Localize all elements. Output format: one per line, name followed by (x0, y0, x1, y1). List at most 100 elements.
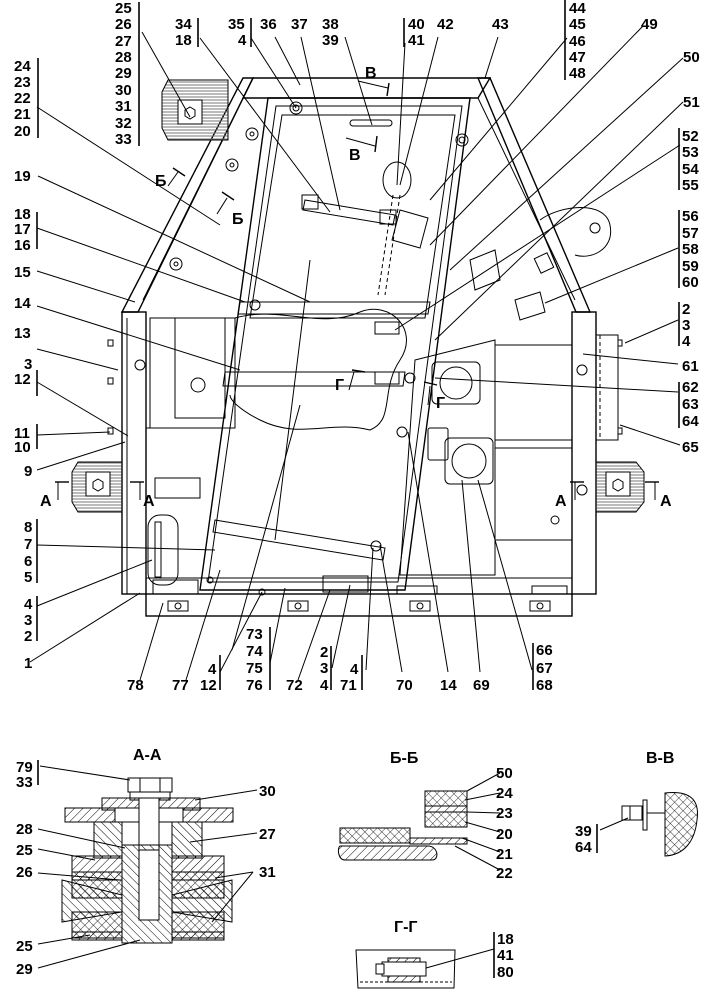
callout: 4 (350, 661, 359, 678)
callout: 12 (14, 371, 31, 388)
callout: 66 (536, 642, 553, 659)
callout: 20 (14, 123, 31, 140)
section-title: А-А (133, 747, 162, 764)
callout: 33 (115, 131, 132, 148)
callout: 71 (340, 677, 357, 694)
section-vv: В-В 39 64 (575, 750, 699, 857)
callout: 27 (115, 33, 132, 50)
callout: 78 (127, 677, 144, 694)
callout: 75 (246, 660, 263, 677)
callout: 67 (536, 660, 553, 677)
mount-left (71, 461, 123, 513)
section-title: В-В (646, 750, 674, 767)
callout: 60 (682, 274, 699, 291)
callout: 48 (569, 65, 586, 82)
callout: 15 (14, 264, 31, 281)
callout: 47 (569, 49, 586, 66)
cab-frame (71, 77, 645, 617)
break-line (229, 308, 407, 431)
callout: 25 (16, 938, 33, 955)
callout: 10 (14, 439, 31, 456)
callout: 19 (14, 168, 31, 185)
callout: 12 (200, 677, 217, 694)
callout: 38 (322, 16, 339, 33)
callout: 4 (238, 32, 247, 49)
callout: 9 (24, 463, 32, 480)
callout: 17 (14, 221, 31, 238)
callout: 77 (172, 677, 189, 694)
callout: 54 (682, 161, 699, 178)
flange-lower (444, 437, 494, 485)
callout: 80 (497, 964, 514, 981)
door-handle (302, 199, 396, 226)
callout: 4 (682, 333, 691, 350)
section-title: Г-Г (394, 919, 417, 936)
callout: 16 (14, 237, 31, 254)
callout: 29 (115, 65, 132, 82)
door-frame (199, 97, 471, 591)
callout: 37 (291, 16, 308, 33)
callout: 24 (496, 785, 513, 802)
section-mark-v: В (365, 65, 377, 82)
bottom-sill (145, 593, 573, 617)
callout: 41 (408, 32, 425, 49)
mount-top-left (161, 79, 229, 141)
callout: 4 (320, 677, 329, 694)
callout: 18 (175, 32, 192, 49)
callout: 7 (24, 536, 32, 553)
callout: 45 (569, 16, 586, 33)
callout: 41 (497, 947, 514, 964)
callout: 73 (246, 626, 263, 643)
right-post (571, 311, 597, 595)
section-mark-v: В (349, 147, 361, 164)
callout: 79 (16, 759, 33, 776)
callout: 22 (496, 865, 513, 882)
callout: 27 (259, 826, 276, 843)
callout: 31 (259, 864, 276, 881)
callout: 74 (246, 643, 263, 660)
callout: 40 (408, 16, 425, 33)
callout: 24 (14, 58, 31, 75)
callout: 32 (115, 115, 132, 132)
callout: 26 (16, 864, 33, 881)
callout: 63 (682, 396, 699, 413)
callout-bars (36, 0, 680, 690)
callout: 11 (14, 425, 30, 442)
callout: 64 (682, 413, 699, 430)
callout: 29 (16, 961, 33, 978)
callout: 23 (496, 805, 513, 822)
section-mark-a: А (555, 493, 567, 510)
callout: 3 (320, 660, 328, 677)
callout: 22 (14, 90, 31, 107)
callout: 43 (492, 16, 509, 33)
callout: 53 (682, 144, 699, 161)
callout: 34 (175, 16, 192, 33)
callout: 31 (115, 98, 132, 115)
callout: 35 (228, 16, 245, 33)
callout: 2 (682, 301, 690, 318)
callout: 25 (16, 842, 33, 859)
callout: 2 (24, 628, 32, 645)
callout: 52 (682, 128, 699, 145)
callout: 14 (14, 295, 31, 312)
callout: 26 (115, 16, 132, 33)
callout: 2 (320, 644, 328, 661)
callout: 44 (569, 0, 586, 17)
section-mark-b: Б (232, 211, 244, 228)
section-bb: Б-Б 50 24 23 20 21 22 (337, 750, 513, 882)
section-mark-a: А (40, 493, 52, 510)
callout: 20 (496, 826, 513, 843)
right-front-pillar (476, 77, 592, 313)
callout: 18 (14, 206, 31, 223)
callout: 36 (260, 16, 277, 33)
callout: 3 (24, 356, 32, 373)
callout: 58 (682, 241, 699, 258)
callout: 3 (24, 612, 32, 629)
callout: 1 (24, 655, 32, 672)
callout: 72 (286, 677, 303, 694)
section-markers: А А А А Б Б В В Г Г (40, 65, 672, 510)
callout: 30 (115, 82, 132, 99)
callout: 18 (497, 931, 514, 948)
grab-handle (147, 514, 179, 586)
